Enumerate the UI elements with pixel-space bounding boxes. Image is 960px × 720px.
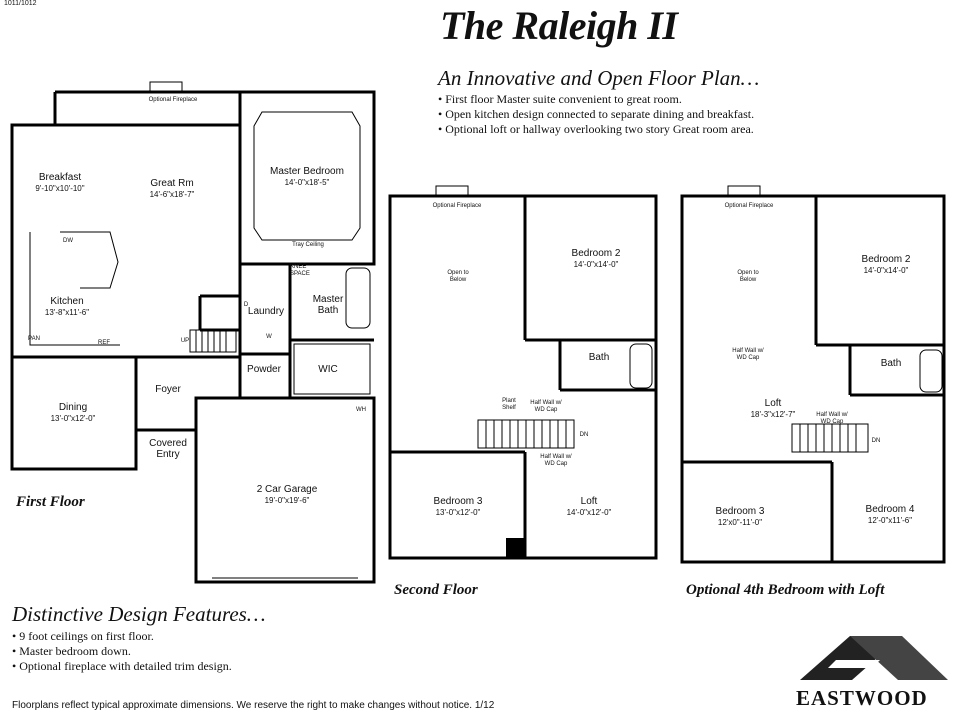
- room-name: Dining: [58, 402, 88, 413]
- first-fireplace-label: Optional Fireplace: [148, 97, 198, 103]
- room-dim: 14'-0"x14'-0": [573, 260, 619, 269]
- features-title: Distinctive Design Features…: [12, 602, 266, 626]
- second-fireplace-label: Optional Fireplace: [432, 203, 482, 209]
- covered-entry: Covered Entry: [149, 438, 187, 460]
- half-wall-label: Half Wall w/ WD Cap: [530, 400, 562, 413]
- room-dim: 13'-8"x11'-6": [44, 308, 90, 317]
- half-wall-label: Half Wall w/ WD Cap: [732, 348, 764, 361]
- feature-item: Optional fireplace with detailed trim de…: [12, 659, 232, 674]
- room-dim: 9'-10"x10'-10": [35, 184, 85, 193]
- water-heater-label: WH: [356, 407, 366, 413]
- room-dim: 19'-0"x19'-6": [264, 496, 310, 505]
- room-dim: 12'-0"x11'-6": [867, 516, 913, 525]
- room-dim: 14'-0"x18'-5": [284, 178, 330, 187]
- pantry-label: PAN: [28, 336, 40, 342]
- stairs-down-label: DN: [871, 438, 881, 444]
- room-laundry: Laundry: [247, 306, 285, 317]
- first-floor-label: First Floor: [16, 494, 85, 510]
- second-floor-label: Second Floor: [394, 582, 478, 598]
- room-name: Great Rm: [150, 178, 194, 189]
- optional-floor-wall: [680, 194, 946, 564]
- room-powder: Powder: [247, 364, 281, 375]
- bullet-item: First floor Master suite convenient to g…: [438, 92, 754, 107]
- room-dim: 13'-0"x12'-0": [435, 508, 481, 517]
- brand-name: EASTWOOD: [796, 686, 928, 710]
- dryer-label: D: [243, 302, 249, 308]
- dishwasher-label: DW: [63, 238, 73, 244]
- washer-label: W: [266, 334, 272, 340]
- room-name: Loft: [580, 496, 598, 507]
- room-name: Loft: [764, 398, 782, 409]
- room-dim: 13'-0"x12'-0": [50, 414, 96, 423]
- room-name: 2 Car Garage: [256, 484, 318, 495]
- bullet-item: Optional loft or hallway overlooking two…: [438, 122, 754, 137]
- room-name: Bedroom 3: [433, 496, 483, 507]
- room-bath: Bath: [588, 352, 610, 363]
- optional-floor-label: Optional 4th Bedroom with Loft: [686, 582, 885, 598]
- feature-item: 9 foot ceilings on first floor.: [12, 629, 232, 644]
- room-name: Bedroom 2: [571, 248, 621, 259]
- dining-wall: [10, 355, 138, 471]
- room-foyer: Foyer: [155, 384, 181, 395]
- room-dim: 18'-3"x12'-7": [750, 410, 796, 419]
- plant-shelf-label: Plant Shelf: [502, 398, 516, 411]
- room-dim: 14'-0"x12'-0": [566, 508, 612, 517]
- bullet-item: Open kitchen design connected to separat…: [438, 107, 754, 122]
- room-name: Kitchen: [50, 296, 84, 307]
- knee-space-label: KNEE SPACE: [290, 264, 310, 277]
- disclaimer: Floorplans reflect typical approximate d…: [12, 700, 495, 711]
- master-bedroom-wall: [238, 90, 376, 266]
- stairs-down-label: DN: [579, 432, 589, 438]
- tray-ceiling-outline: [253, 111, 361, 241]
- features-list: 9 foot ceilings on first floor. Master b…: [12, 629, 232, 674]
- open-below-label: Open to Below: [447, 270, 469, 283]
- first-floor-wall: [10, 123, 242, 359]
- tray-ceiling-label: Tray Ceiling: [292, 242, 324, 248]
- optional-fireplace-label: Optional Fireplace: [724, 203, 774, 209]
- stairs-up-label: UP: [180, 338, 190, 344]
- plan-subtitle: An Innovative and Open Floor Plan…: [438, 66, 760, 90]
- room-dim: 12'x0"-11'-0": [717, 518, 763, 527]
- open-below-label: Open to Below: [737, 270, 759, 283]
- feature-item: Master bedroom down.: [12, 644, 232, 659]
- garage-wall: [194, 396, 376, 584]
- room-name: Bedroom 4: [865, 504, 915, 515]
- fridge-label: REF: [98, 340, 110, 346]
- plan-code: 1011/1012: [4, 0, 37, 7]
- room-dim: 14'-6"x18'-7": [149, 190, 195, 199]
- room-master-bath: Master Bath: [312, 294, 344, 316]
- page-title: The Raleigh II: [440, 3, 678, 48]
- eastwood-logo-icon: [800, 636, 948, 680]
- plan-bullets: First floor Master suite convenient to g…: [438, 92, 754, 137]
- room-name: Bedroom 3: [715, 506, 765, 517]
- room-dim: 14'-0"x14'-0": [863, 266, 909, 275]
- room-name: Bedroom 2: [861, 254, 911, 265]
- room-wic: WIC: [318, 364, 338, 375]
- half-wall-label: Half Wall w/ WD Cap: [816, 412, 848, 425]
- half-wall-label: Half Wall w/ WD Cap: [540, 454, 572, 467]
- room-name: Breakfast: [38, 172, 82, 183]
- room-bath: Bath: [880, 358, 902, 369]
- room-name: Master Bedroom: [270, 166, 344, 177]
